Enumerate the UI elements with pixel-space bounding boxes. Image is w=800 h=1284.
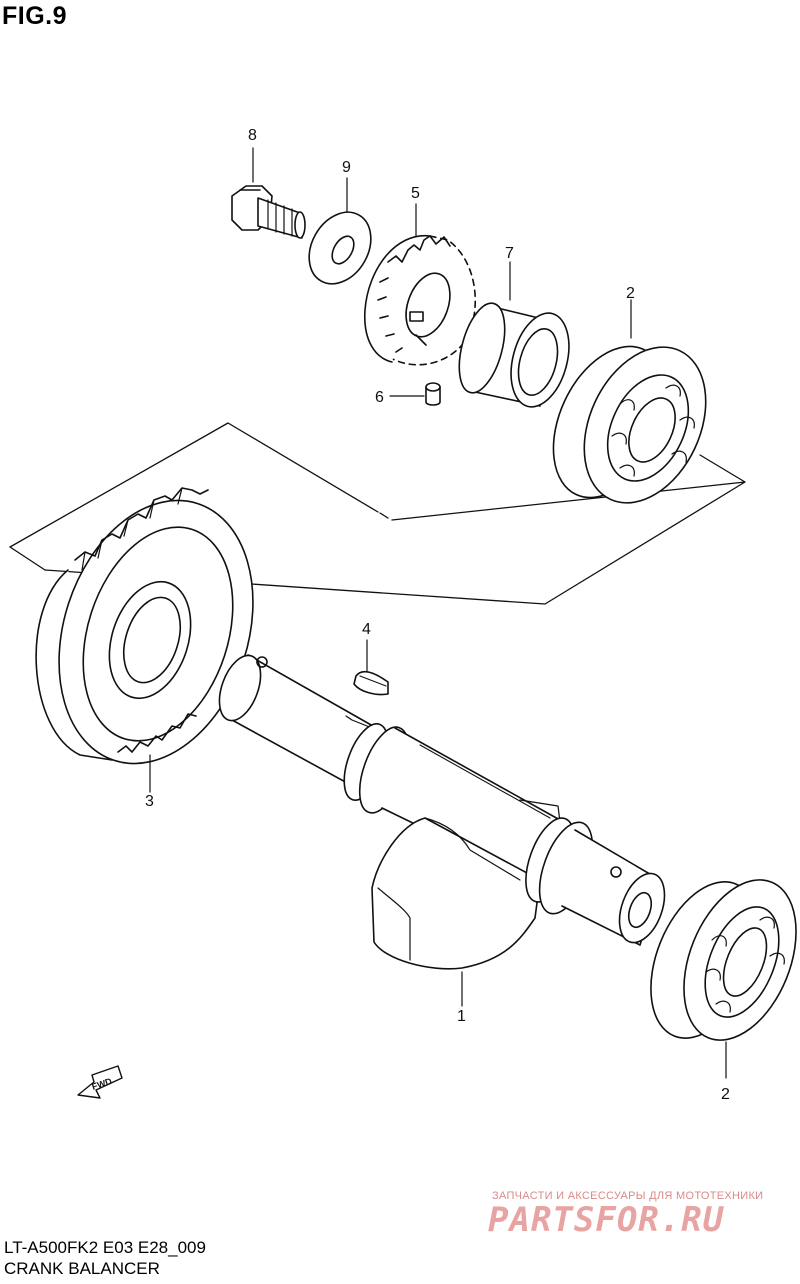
callout-part-6: 6: [375, 389, 384, 406]
model-code: LT-A500FK2 E03 E28_009: [4, 1238, 206, 1257]
woodruff-key-part-4: [353, 639, 389, 696]
callout-part-4: 4: [362, 621, 371, 638]
callout-part-2-lower: 2: [721, 1086, 730, 1103]
spacer-bushing-part-7: [458, 261, 570, 408]
washer-part-9: [308, 177, 372, 285]
flange-bolt-part-8: [231, 147, 306, 239]
callout-part-2-upper: 2: [626, 285, 635, 302]
drive-gear-part-5: [364, 203, 477, 366]
driven-gear-part-3: [35, 487, 254, 793]
callout-part-3: 3: [145, 793, 154, 810]
figure-title: FIG.9: [2, 2, 68, 30]
forward-direction-arrow-icon: FWD: [77, 1065, 123, 1099]
callout-part-8: 8: [248, 127, 257, 144]
callout-part-9: 9: [342, 159, 351, 176]
ball-bearing-lower-part-2: [650, 879, 797, 1079]
callout-part-7: 7: [505, 245, 514, 262]
callout-part-1: 1: [457, 1008, 466, 1025]
figure-caption: CRANK BALANCER: [4, 1259, 160, 1278]
ball-bearing-upper-part-2: [552, 299, 746, 504]
balancer-shaft-part-1: [218, 654, 666, 1007]
watermark-brand-logo: PARTSFOR.RU: [488, 1200, 725, 1240]
dowel-pin-part-6: [389, 382, 441, 406]
assembly-plane-outline: [9, 422, 746, 605]
callout-part-5: 5: [411, 185, 420, 202]
watermark-tagline: ЗАПЧАСТИ И АКСЕССУАРЫ ДЛЯ МОТОТЕХНИКИ: [492, 1190, 764, 1202]
